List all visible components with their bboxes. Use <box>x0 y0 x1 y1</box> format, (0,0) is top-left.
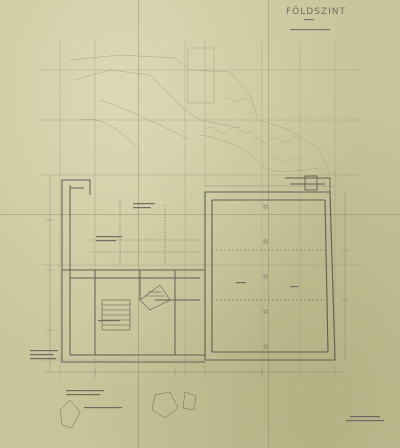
column-grid <box>212 204 325 349</box>
north-annex-walls <box>285 175 331 192</box>
drawing-title: FÖLDSZINT <box>286 7 346 17</box>
small-site-detail <box>59 391 197 429</box>
main-walls <box>204 191 336 361</box>
upper-context-outline <box>69 47 331 176</box>
fold-line-vertical-left <box>138 0 139 448</box>
irregular-stonework <box>204 97 301 163</box>
fold-line-horizontal <box>0 214 400 215</box>
fold-line-vertical-right <box>268 0 269 448</box>
annotation-marks <box>30 203 298 409</box>
dimension-lines <box>44 175 349 376</box>
west-wing-walls <box>61 179 205 363</box>
